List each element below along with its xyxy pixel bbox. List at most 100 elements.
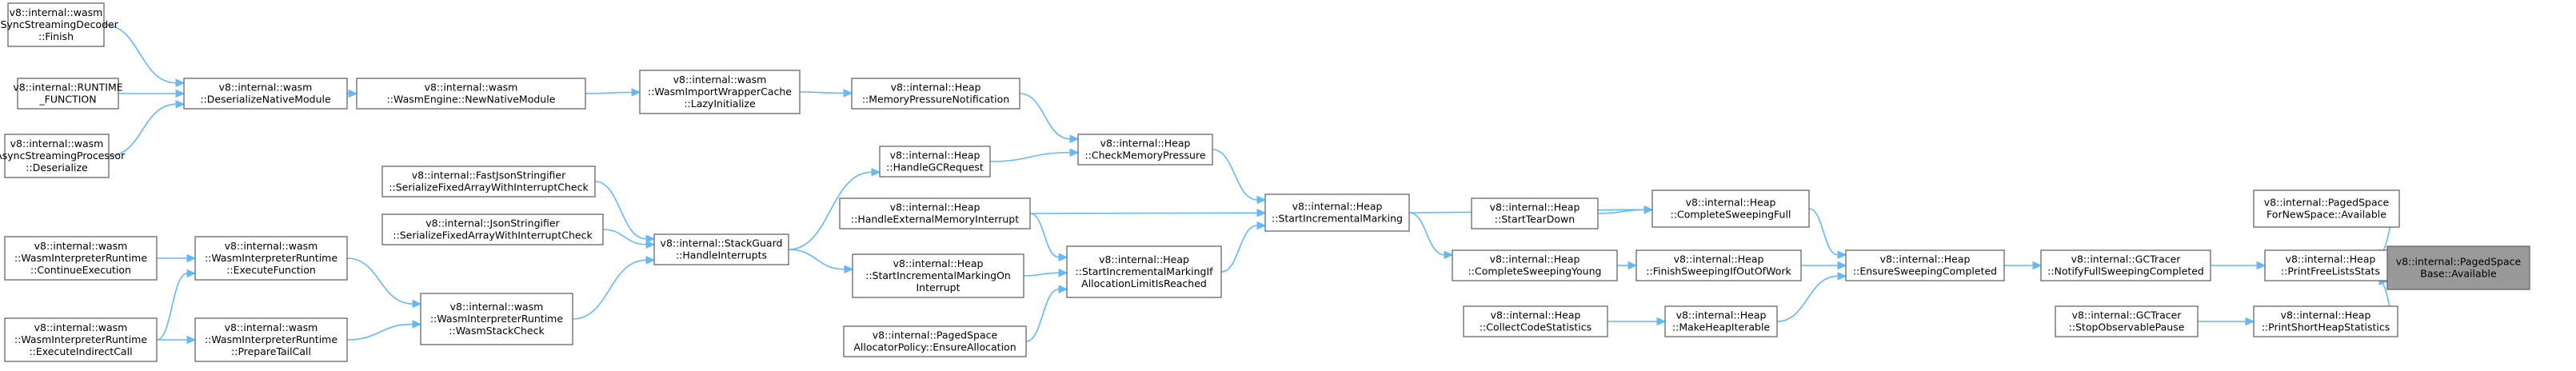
node-deserialize-native[interactable]: v8::internal::wasm::DeserializeNativeMod…	[183, 78, 348, 110]
node-label-line: ::HandleInterrupts	[676, 249, 767, 261]
edge-sync-finish-to-deserialize-native	[103, 24, 186, 87]
edge-arrowhead	[1069, 148, 1080, 158]
node-json-stringifier[interactable]: v8::internal::JsonStringifier::Serialize…	[381, 213, 604, 245]
node-complete-sweeping-full[interactable]: v8::internal::Heap::CompleteSweepingFull	[1651, 189, 1810, 228]
node-box	[1651, 189, 1810, 228]
edge-line	[585, 91, 633, 94]
node-ensure-sweeping[interactable]: v8::internal::Heap::EnsureSweepingComple…	[1845, 249, 2005, 281]
node-sync-finish[interactable]: v8::internal::wasm::SyncStreamingDecoder…	[0, 2, 119, 47]
edge-arrowhead	[1643, 205, 1654, 214]
node-new-native-module[interactable]: v8::internal::wasm::WasmEngine::NewNativ…	[356, 78, 586, 110]
node-label-line: v8::internal::wasm	[225, 240, 318, 252]
node-label-line: ::StartIncrementalMarkingIf	[1075, 265, 1213, 277]
node-box	[183, 78, 348, 110]
edge-line	[1597, 209, 1645, 214]
node-fast-json[interactable]: v8::internal::FastJsonStringifier::Seria…	[381, 166, 596, 197]
node-box	[194, 236, 348, 281]
edge-line	[602, 229, 647, 245]
edge-start-marking-if-limit-to-start-incremental-marking	[1220, 221, 1267, 273]
node-execute-function[interactable]: v8::internal::wasm::WasmInterpreterRunti…	[194, 236, 348, 281]
node-stop-observable-pause[interactable]: v8::internal::GCTracer::StopObservablePa…	[2055, 305, 2199, 337]
edge-arrowhead	[412, 320, 422, 329]
node-collect-code-stats[interactable]: v8::internal::Heap::CollectCodeStatistic…	[1463, 305, 1608, 337]
node-label-line: ::HandleGCRequest	[886, 162, 984, 174]
node-notify-full-sweeping[interactable]: v8::internal::GCTracer::NotifyFullSweepi…	[2040, 249, 2211, 281]
node-lazy-initialize[interactable]: v8::internal::wasm::WasmImportWrapperCac…	[639, 70, 801, 114]
node-box	[639, 70, 801, 114]
edge-start-marking-on-interrupt-to-start-marking-if-limit	[1023, 268, 1068, 277]
node-label-line: AllocationLimitIsReached	[1081, 277, 1207, 289]
node-label-line: ::DeserializeNativeModule	[200, 94, 331, 106]
node-box	[843, 325, 1027, 357]
node-label-line: ::WasmStackCheck	[449, 325, 545, 337]
edge-arrowhead	[1656, 317, 1667, 326]
node-label-line: v8::internal::StackGuard	[661, 237, 783, 249]
node-new-space-available[interactable]: v8::internal::PagedSpaceForNewSpace::Ava…	[2253, 189, 2400, 228]
edge-line	[1023, 272, 1060, 277]
node-label-line: v8::internal::PagedSpace	[2396, 256, 2522, 268]
node-label-line: ::CompleteSweepingYoung	[1468, 265, 1602, 277]
node-complete-sweeping-young[interactable]: v8::internal::Heap::CompleteSweepingYoun…	[1452, 249, 1618, 281]
node-box	[2253, 305, 2398, 337]
edge-arrowhead	[1837, 261, 1847, 270]
node-label-line: ::PrepareTailCall	[231, 345, 311, 357]
edge-line	[108, 103, 177, 157]
node-label-line: v8::internal::wasm	[219, 82, 313, 94]
node-handle-gc-request[interactable]: v8::internal::Heap::HandleGCRequest	[879, 146, 991, 178]
node-label-line: ::WasmEngine::NewNativeModule	[387, 94, 556, 106]
node-wasm-stack-check[interactable]: v8::internal::wasm::WasmInterpreterRunti…	[420, 293, 573, 345]
node-label-line: v8::internal::Heap	[893, 257, 984, 269]
node-start-marking-if-limit[interactable]: v8::internal::Heap::StartIncrementalMark…	[1066, 245, 1222, 298]
edge-line	[989, 151, 1071, 162]
node-memory-pressure[interactable]: v8::internal::Heap::MemoryPressureNotifi…	[851, 78, 1020, 110]
node-start-marking-on-interrupt[interactable]: v8::internal::Heap::StartIncrementalMark…	[852, 253, 1024, 298]
node-label-line: v8::internal::Heap	[890, 201, 980, 213]
edge-memory-pressure-to-check-memory-pressure	[1019, 93, 1080, 143]
edge-handle-interrupts-to-start-marking-on-interrupt	[788, 249, 854, 274]
edge-new-native-module-to-lazy-initialize	[585, 88, 641, 97]
node-runtime-function[interactable]: v8::internal::RUNTIME_FUNCTION	[13, 78, 123, 110]
node-prepare-tail-call[interactable]: v8::internal::wasm::WasmInterpreterRunti…	[194, 317, 348, 362]
node-handle-external[interactable]: v8::internal::Heap::HandleExternalMemory…	[839, 197, 1031, 229]
edge-arrowhead	[348, 89, 358, 98]
node-async-deserialize[interactable]: v8::internal::wasm::AsyncStreamingProces…	[0, 134, 126, 178]
node-start-tear-down[interactable]: v8::internal::Heap::StartTearDown	[1471, 197, 1599, 229]
node-print-free-lists[interactable]: v8::internal::Heap::PrintFreeListsStats	[2264, 249, 2397, 281]
edge-arrowhead	[1058, 268, 1068, 277]
node-handle-interrupts[interactable]: v8::internal::StackGuard::HandleInterrup…	[653, 233, 789, 265]
node-label-line: ::CollectCodeStatistics	[1480, 321, 1592, 333]
edge-start-incremental-marking-to-complete-sweeping-young	[1408, 212, 1454, 259]
edge-handle-external-to-start-incremental-marking	[1029, 208, 1267, 217]
edge-arrowhead	[645, 234, 656, 243]
node-print-short-heap[interactable]: v8::internal::Heap::PrintShortHeapStatis…	[2253, 305, 2398, 337]
edge-handle-gc-request-to-check-memory-pressure	[989, 148, 1080, 162]
edge-execute-indirect-to-execute-function	[156, 269, 197, 341]
node-label-line: ::MemoryPressureNotification	[862, 94, 1009, 106]
node-make-heap-iterable[interactable]: v8::internal::Heap::MakeHeapIterable	[1664, 305, 1778, 337]
node-start-incremental-marking[interactable]: v8::internal::Heap::StartIncrementalMark…	[1264, 193, 1410, 232]
edge-complete-sweeping-young-to-finish-sweeping	[1617, 261, 1638, 270]
node-label-line: v8::internal::Heap	[1490, 253, 1580, 265]
node-execute-indirect[interactable]: v8::internal::wasm::WasmInterpreterRunti…	[4, 317, 158, 362]
node-box	[4, 134, 110, 178]
node-label-line: ::HandleExternalMemoryInterrupt	[851, 213, 1019, 225]
edge-line	[1019, 93, 1071, 140]
edge-line	[103, 24, 177, 84]
node-ensure-allocation[interactable]: v8::internal::PagedSpaceAllocatorPolicy:…	[843, 325, 1027, 357]
node-box	[851, 78, 1020, 110]
node-finish-sweeping[interactable]: v8::internal::Heap::FinishSweepingIfOutO…	[1635, 249, 1802, 281]
edge-handle-external-to-start-marking-if-limit	[1029, 213, 1068, 262]
node-check-memory-pressure[interactable]: v8::internal::Heap::CheckMemoryPressure	[1077, 134, 1213, 166]
node-label-line: ::Finish	[38, 30, 74, 42]
node-label-line: _FUNCTION	[38, 94, 96, 106]
edge-start-tear-down-to-complete-sweeping-full	[1597, 205, 1654, 214]
node-label-line: v8::internal::FastJsonStringifier	[412, 170, 566, 182]
node-label-line: AllocatorPolicy::EnsureAllocation	[853, 341, 1016, 353]
node-label-line: v8::internal::GCTracer	[2072, 309, 2183, 321]
node-label-line: ForNewSpace::Available	[2266, 209, 2386, 221]
node-continue-execution[interactable]: v8::internal::wasm::WasmInterpreterRunti…	[4, 236, 158, 281]
node-box	[1664, 305, 1778, 337]
edge-arrowhead	[1627, 261, 1638, 270]
edge-arrowhead	[645, 240, 656, 249]
